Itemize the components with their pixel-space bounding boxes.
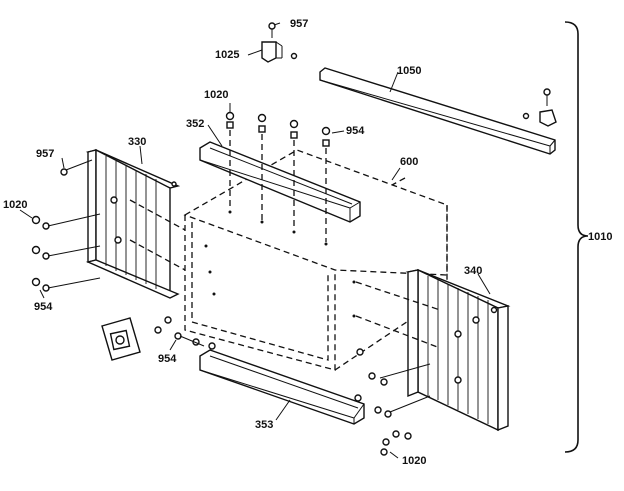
bottom-rail-353	[199, 342, 365, 425]
middle-screws	[154, 316, 205, 347]
label-352: 352	[186, 118, 204, 130]
label-957-top: 957	[290, 18, 308, 30]
left-panel-330	[85, 148, 181, 299]
label-600: 600	[400, 156, 418, 168]
label-1025: 1025	[215, 49, 239, 61]
label-1020-left: 1020	[3, 199, 27, 211]
label-954-top: 954	[346, 125, 365, 137]
label-1020-bottom: 1020	[402, 455, 426, 467]
vent-cover	[101, 317, 141, 361]
part-labels: 957 1025 1050 1020 352 954 600 957 330 1…	[3, 18, 612, 467]
label-954-left: 954	[34, 301, 53, 313]
rail-1050	[319, 67, 557, 155]
assembly-bracket-1010	[564, 21, 589, 453]
right-screws	[352, 280, 441, 456]
label-954-mid: 954	[158, 353, 177, 365]
bracket-1025	[261, 22, 298, 63]
top-screws	[225, 111, 331, 246]
label-1050: 1050	[397, 65, 421, 77]
left-screws	[31, 159, 216, 296]
label-330: 330	[128, 136, 146, 148]
label-340: 340	[464, 265, 482, 277]
top-rail-352	[199, 141, 361, 223]
label-957-left: 957	[36, 148, 54, 160]
label-1020-top: 1020	[204, 89, 228, 101]
right-panel-340	[405, 268, 511, 432]
label-1010: 1010	[588, 231, 612, 243]
label-353: 353	[255, 419, 273, 431]
label-leaders	[19, 22, 491, 459]
